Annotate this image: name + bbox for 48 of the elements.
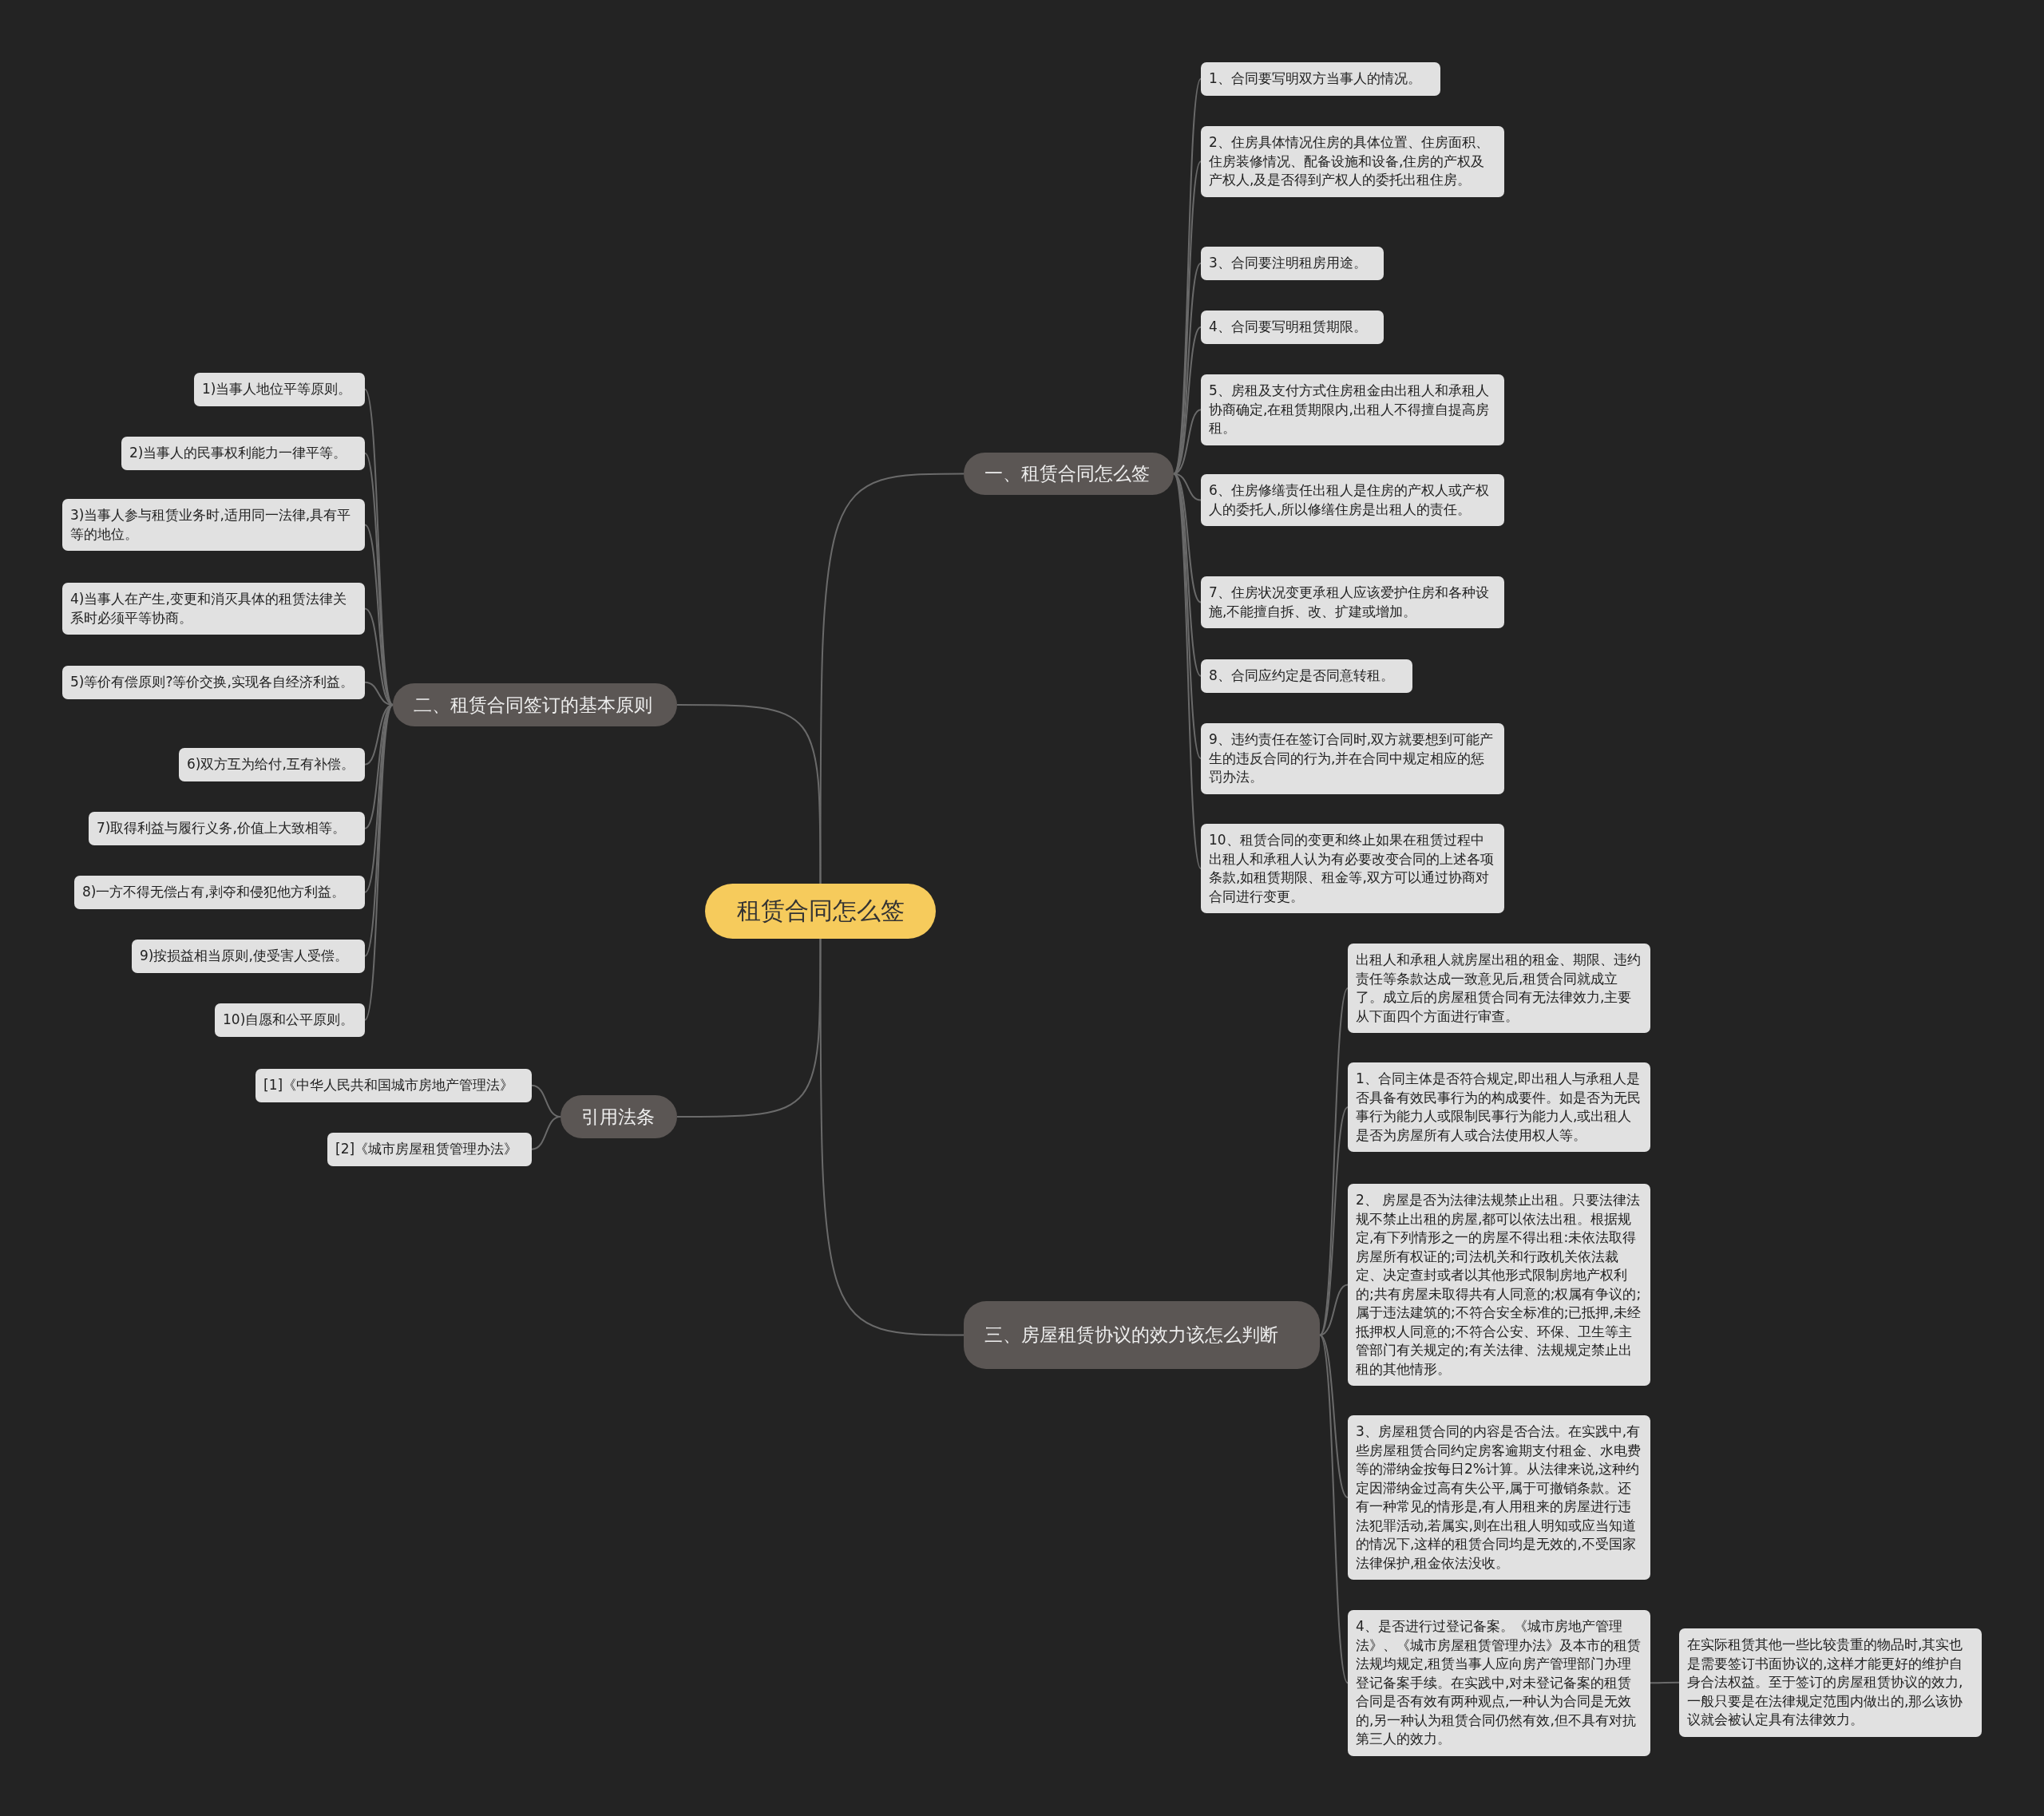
branch-topic: 一、租赁合同怎么签 — [964, 453, 1174, 495]
branch-topic: 二、租赁合同签订的基本原则 — [393, 683, 677, 726]
leaf-topic: 10、租赁合同的变更和终止如果在租赁过程中出租人和承租人认为有必要改变合同的上述各项条款,如租赁期限、租金等,双方可以通过协商对合同进行变更。 — [1201, 824, 1504, 913]
connector-line — [1319, 987, 1349, 1336]
leaf-topic: [2]《城市房屋租赁管理办法》 — [327, 1133, 532, 1166]
connector-line — [1319, 1106, 1349, 1336]
leaf-topic: 7、住房状况变更承租人应该爱护住房和各种设施,不能擅自拆、改、扩建或增加。 — [1201, 576, 1504, 628]
leaf-topic: 4、合同要写明租赁期限。 — [1201, 311, 1384, 344]
leaf-topic: 3、合同要注明租房用途。 — [1201, 247, 1384, 280]
central-topic: 租赁合同怎么签 — [705, 884, 936, 939]
leaf-topic: 4)当事人在产生,变更和消灭具体的租赁法律关系时必须平等协商。 — [62, 583, 365, 635]
connector-line — [1173, 473, 1202, 760]
branch-topic: 三、房屋租赁协议的效力该怎么判断 — [964, 1301, 1320, 1369]
leaf-topic: 5、房租及支付方式住房租金由出租人和承租人协商确定,在租赁期限内,出租人不得擅自提高房租。 — [1201, 374, 1504, 445]
leaf-topic: 在实际租赁其他一些比较贵重的物品时,其实也是需要签订书面协议的,这样才能更好的维护自身合法权益。至于签订的房屋租赁协议的效力,一般只要是在法律规定范围内做出的,那么该协议就会被认定具有法律效力。 — [1679, 1628, 1982, 1737]
leaf-topic: 5)等价有偿原则?等价交换,实现各自经济利益。 — [62, 666, 365, 699]
connector-line — [1319, 1334, 1349, 1498]
connector-line — [676, 704, 822, 884]
connector-line — [676, 938, 822, 1118]
leaf-topic: 3、房屋租赁合同的内容是否合法。在实践中,有些房屋租赁合同约定房客逾期支付租金、水电费等的滞纳金按每日2%计算。从法律来说,这种约定因滞纳金过高有失公平,属于可撤销条款。还有一种常见的情形是,有人用租来的房屋进行违法犯罪活动,若属实,则在出租人明知或应当知道的情况下,这样的租赁合同均是无效的,不受国家法律保护,租金依法没收。 — [1348, 1415, 1650, 1580]
leaf-topic: 1、合同主体是否符合规定,即出租人与承租人是否具备有效民事行为的构成要件。如是否为无民事行为能力人或限制民事行为能力人,或出租人是否为房屋所有人或合法使用权人等。 — [1348, 1062, 1650, 1152]
connector-line — [819, 473, 965, 884]
leaf-topic: [1]《中华人民共和国城市房地产管理法》 — [256, 1069, 532, 1102]
leaf-topic: 2)当事人的民事权利能力一律平等。 — [121, 437, 365, 470]
connector-line — [1319, 1284, 1349, 1336]
leaf-topic: 9)按损益相当原则,使受害人受偿。 — [132, 940, 365, 973]
leaf-topic: 2、 房屋是否为法律法规禁止出租。只要法律法规不禁止出租的房屋,都可以依法出租。根据规定,有下列情形之一的房屋不得出租:未依法取得房屋所有权证的;司法机关和行政机关依法裁定、决定查封或者以其他形式限制房地产权利的;共有房屋未取得共有人同意的;权属有争议的;属于违法建筑的;不符合安全标准的;已抵押,未经抵押权人同意的;不符合公安、环保、卫生等主管部门有关规定的;有关法律、法规规定禁止出租的其他情形。 — [1348, 1184, 1650, 1386]
leaf-topic: 出租人和承租人就房屋出租的租金、期限、违约责任等条款达成一致意见后,租赁合同就成立了。成立后的房屋租赁合同有无法律效力,主要从下面四个方面进行审查。 — [1348, 944, 1650, 1033]
leaf-topic: 6)双方互为给付,互有补偿。 — [179, 748, 365, 781]
leaf-topic: 6、住房修缮责任出租人是住房的产权人或产权人的委托人,所以修缮住房是出租人的责任。 — [1201, 474, 1504, 526]
connector-line — [1173, 473, 1202, 869]
connector-line — [819, 938, 965, 1336]
leaf-topic: 7)取得利益与履行义务,价值上大致相等。 — [89, 812, 365, 845]
leaf-topic: 2、住房具体情况住房的具体位置、住房面积、住房装修情况、配备设施和设备,住房的产权及产权人,及是否得到产权人的委托出租住房。 — [1201, 126, 1504, 197]
leaf-topic: 1、合同要写明双方当事人的情况。 — [1201, 62, 1440, 96]
leaf-topic: 8)一方不得无偿占有,剥夺和侵犯他方利益。 — [74, 876, 365, 909]
leaf-topic: 10)自愿和公平原则。 — [215, 1003, 365, 1037]
leaf-topic: 1)当事人地位平等原则。 — [194, 373, 365, 406]
connector-line — [1650, 1681, 1680, 1684]
leaf-topic: 9、违约责任在签订合同时,双方就要想到可能产生的违反合同的行为,并在合同中规定相应的惩罚办法。 — [1201, 723, 1504, 794]
connector-line — [364, 704, 394, 1021]
leaf-topic: 8、合同应约定是否同意转租。 — [1201, 659, 1412, 693]
leaf-topic: 4、是否进行过登记备案。《城市房地产管理法》、《城市房屋租赁管理办法》及本市的租赁法规均规定,租赁当事人应向房产管理部门办理登记备案手续。在实践中,对未登记备案的租赁合同是否有效有两种观点,一种认为合同是无效的,另一种认为租赁合同仍然有效,但不具有对抗第三人的效力。 — [1348, 1610, 1650, 1756]
connector-line — [1173, 160, 1202, 475]
leaf-topic: 3)当事人参与租赁业务时,适用同一法律,具有平等的地位。 — [62, 499, 365, 551]
connector-line — [531, 1116, 561, 1150]
branch-topic: 引用法条 — [561, 1095, 677, 1138]
connector-line — [1319, 1334, 1349, 1684]
